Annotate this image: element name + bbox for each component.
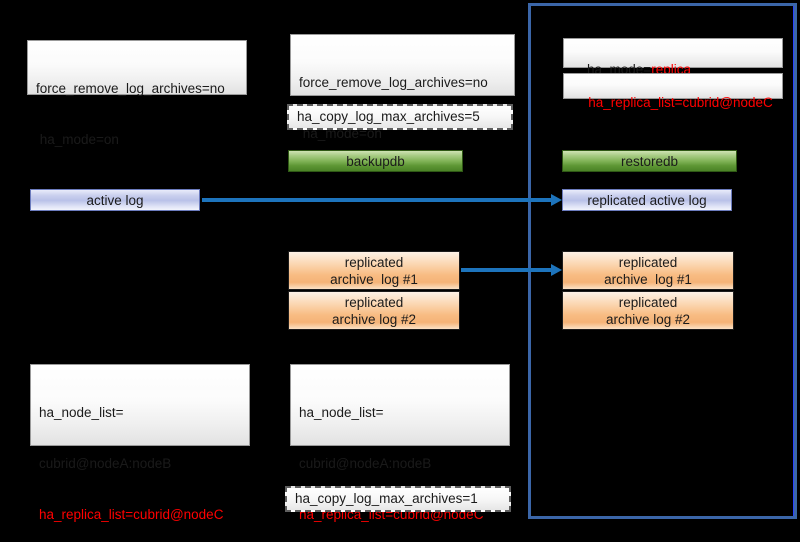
archive-log-replication-arrow-line (461, 268, 552, 272)
left-node-params-line-2: cubrid@nodeA:nodeB (39, 456, 172, 471)
right-archive-1-line-1: replicated (618, 254, 678, 270)
left-node-params-line-3: ha_replica_list=cubrid@nodeC (39, 507, 224, 522)
active-log-replication-arrow-line (202, 198, 552, 202)
right-replicated-archive-log-2: replicated archive log #2 (562, 291, 734, 330)
restoredb-label: restoredb (620, 153, 679, 169)
active-log-replication-arrow-head (551, 194, 562, 206)
replicated-active-log-label: replicated active log (587, 192, 707, 208)
mid-replicated-archive-log-1: replicated archive log #1 (288, 251, 460, 290)
mid-archive-1-line-1: replicated (344, 254, 404, 270)
archive-log-replication-arrow-head (551, 264, 562, 276)
master-config-line-2: ha_mode=on (36, 132, 119, 147)
replicated-active-log-box: replicated active log (562, 189, 732, 211)
left-node-params-box: ha_node_list= cubrid@nodeA:nodeB ha_repl… (30, 364, 250, 522)
mid-node-params-box: ha_node_list= cubrid@nodeA:nodeB ha_repl… (290, 364, 510, 522)
bottom-copy-log-max-archives-text: ha_copy_log_max_archives=1 (295, 491, 478, 506)
bottom-copy-log-max-archives-note: ha_copy_log_max_archives=1 (285, 486, 511, 512)
mid-archive-1-line-2: archive log #1 (330, 271, 418, 287)
backupdb-button[interactable]: backupdb (288, 150, 463, 172)
mid-node-params-line-2: cubrid@nodeA:nodeB (299, 456, 432, 471)
active-log-box: active log (30, 189, 200, 211)
slave-copy-log-max-archives-text: ha_copy_log_max_archives=5 (297, 109, 480, 124)
replica-ha-replica-list-text: ha_replica_list=cubrid@nodeC (588, 95, 773, 110)
restoredb-button[interactable]: restoredb (562, 150, 737, 172)
mid-replicated-archive-log-2: replicated archive log #2 (288, 291, 460, 330)
right-archive-2-line-2: archive log #2 (605, 311, 691, 327)
mid-archive-2-line-2: archive log #2 (331, 311, 417, 327)
mid-node-params-line-1: ha_node_list= (299, 405, 384, 420)
backupdb-label: backupdb (346, 153, 405, 169)
slave-config-line-1: force_remove_log_archives=no (299, 75, 488, 90)
mid-archive-2-line-1: replicated (344, 294, 404, 310)
left-node-params-line-1: ha_node_list= (39, 405, 124, 420)
active-log-label: active log (86, 192, 144, 208)
master-config-line-1: force_remove_log_archives=no (36, 81, 225, 96)
master-config-box: force_remove_log_archives=no ha_mode=on (27, 40, 247, 147)
right-archive-2-line-1: replicated (618, 294, 678, 310)
replica-ha-replica-list-box: ha_replica_list=cubrid@nodeC (563, 73, 783, 110)
replica-ha-mode-box: ha_mode=replica (563, 38, 783, 77)
slave-config-box: force_remove_log_archives=no ha_mode=on (290, 34, 515, 141)
slave-copy-log-max-archives-note: ha_copy_log_max_archives=5 (287, 104, 513, 130)
replica-zone-frame (528, 3, 797, 519)
right-replicated-archive-log-1: replicated archive log #1 (562, 251, 734, 290)
right-archive-1-line-2: archive log #1 (604, 271, 692, 287)
